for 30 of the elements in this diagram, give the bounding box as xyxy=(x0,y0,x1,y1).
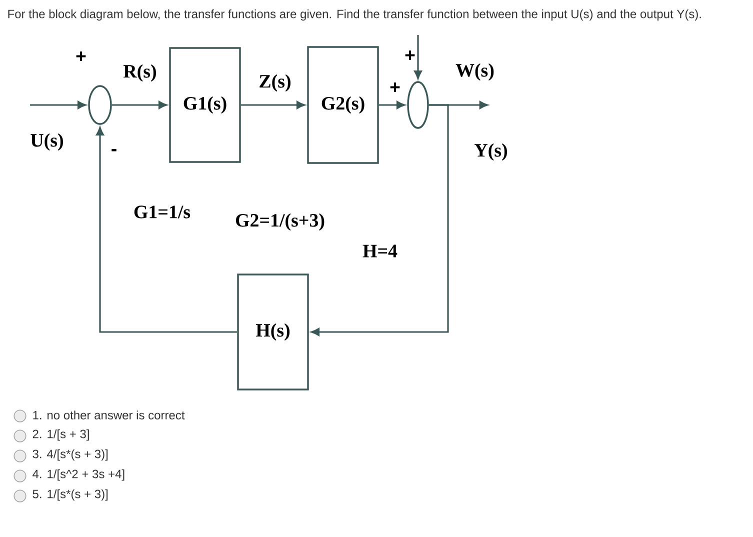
summing-junction xyxy=(88,85,112,125)
arrow xyxy=(240,101,306,109)
question-text: For the block diagram below, the transfer functions are given. Find the transfer function between the input U(s) and the output Y(s). xyxy=(8,9,701,21)
answer-option: 5. 1/[s*(s + 3)] xyxy=(32,489,108,501)
formula-label: H=4 xyxy=(362,244,398,258)
arrow xyxy=(414,35,422,80)
arrow xyxy=(112,101,168,109)
arrow xyxy=(378,101,406,109)
formula-label: G1=1/s xyxy=(134,206,190,218)
signal-label: U(s) xyxy=(28,132,66,152)
arrow xyxy=(310,104,449,336)
answer-option: 2. 1/[s + 3] xyxy=(32,429,89,441)
answer-option: 3. 4/[s*(s + 3)] xyxy=(32,449,108,461)
sign-label: + xyxy=(390,82,400,92)
summing-junction xyxy=(407,81,429,129)
block-box: G2(s) xyxy=(307,46,379,164)
answer-option: 1. no other answer is correct xyxy=(33,410,185,420)
sign-label: + xyxy=(405,50,415,60)
block-box: G1(s) xyxy=(169,47,241,163)
block-box: H(s) xyxy=(237,274,309,390)
signal-label: R(s) xyxy=(122,63,158,83)
sign-label: - xyxy=(112,149,116,152)
formula-label: G2=1/(s+3) xyxy=(236,213,324,231)
signal-label: Z(s) xyxy=(257,73,293,93)
arrow xyxy=(30,101,86,109)
sign-label: + xyxy=(76,52,86,62)
arrow xyxy=(96,126,238,333)
signal-label: Y(s) xyxy=(472,142,510,162)
answer-option: 4. 1/[s^2 + 3s +4] xyxy=(32,469,124,481)
signal-label: W(s) xyxy=(454,62,496,82)
